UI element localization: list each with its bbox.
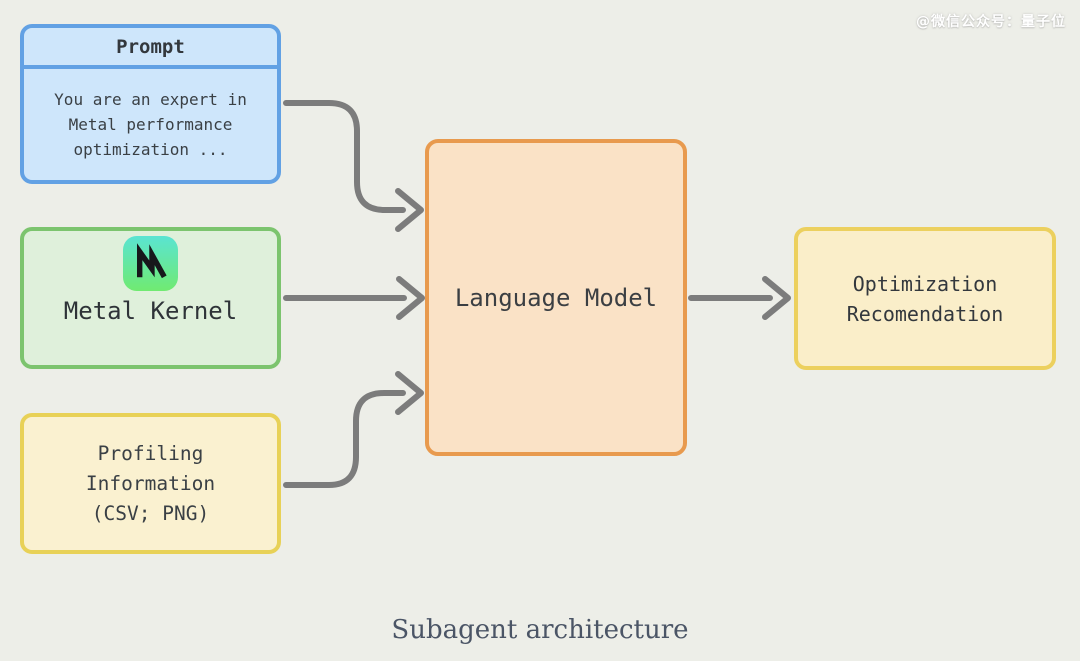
profiling-line: (CSV; PNG) <box>91 501 210 525</box>
language-model-box: Language Model <box>425 139 687 456</box>
profiling-line: Information <box>85 471 216 495</box>
metal-kernel-box: Metal Kernel <box>20 227 281 369</box>
watermark: @微信公众号：量子位 <box>916 14 1066 30</box>
profiling-box: Profiling Information (CSV; PNG) <box>20 413 281 554</box>
language-model-label: Language Model <box>454 283 658 312</box>
prompt-body-line: Metal performance <box>68 115 233 134</box>
prompt-box-title: Prompt <box>24 28 277 69</box>
prompt-box: Prompt You are an expert in Metal perfor… <box>20 24 281 184</box>
arrow-language-model-to-optimization <box>688 276 791 320</box>
prompt-body-line: optimization ... <box>73 140 228 159</box>
arrow-prompt-to-language-model <box>283 100 424 232</box>
optimization-line: Recomendation <box>846 301 1004 326</box>
prompt-box-body: You are an expert in Metal performance o… <box>24 69 277 180</box>
diagram-caption: Subagent architecture <box>391 615 689 645</box>
optimization-box: Optimization Recomendation <box>794 227 1056 370</box>
metal-kernel-label: Metal Kernel <box>63 297 238 325</box>
profiling-line: Profiling <box>97 441 204 465</box>
arrow-metal-kernel-to-language-model <box>283 276 425 320</box>
optimization-line: Optimization <box>852 271 998 296</box>
prompt-body-line: You are an expert in <box>54 90 247 109</box>
metal-logo-icon <box>123 236 178 291</box>
arrow-profiling-to-language-model <box>283 371 424 488</box>
